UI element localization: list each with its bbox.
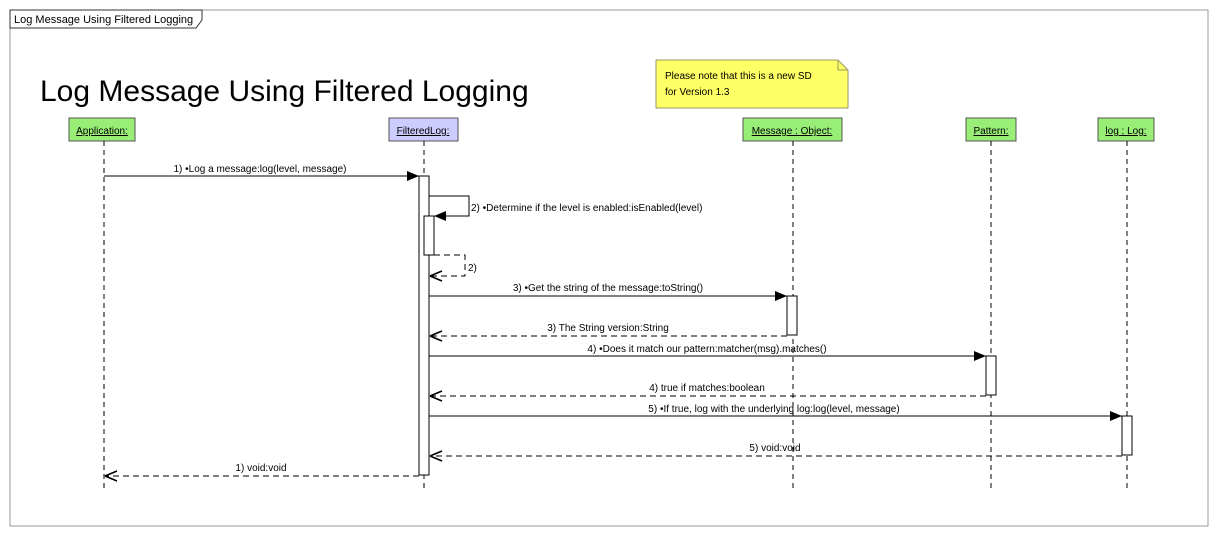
message-5-return-arrowhead: [429, 450, 443, 462]
lifeline-pattern-label: Pattern:: [973, 126, 1008, 137]
message-2-arrow: [429, 195, 470, 221]
frame-tab-label: Log Message Using Filtered Logging: [14, 14, 193, 26]
lifeline-filteredlog-label: FilteredLog:: [397, 126, 450, 137]
message-3-return-arrowhead: [429, 330, 443, 342]
activation-pattern: [985, 355, 997, 396]
message-4-label: 4) •Does it match our pattern:matcher(ms…: [587, 344, 826, 355]
diagram-frame: [9, 9, 1209, 527]
message-3-return-label: 3) The String version:String: [547, 323, 669, 334]
activation-filteredlog-self: [423, 215, 435, 256]
note-line-1: Please note that this is a new SD: [665, 71, 812, 82]
lifeline-pattern: Pattern:: [965, 117, 1017, 492]
message-3-label: 3) •Get the string of the message:toStri…: [513, 283, 703, 294]
message-4-return-arrowhead: [429, 390, 443, 402]
message-1-return-arrowhead: [104, 470, 118, 482]
message-5-return-label: 5) void:void: [749, 443, 800, 454]
message-2-return-label: 2): [468, 263, 477, 274]
message-2-return-arrowhead: [429, 270, 443, 282]
lifeline-application-label: Application:: [76, 126, 128, 137]
frame-tab: [9, 9, 203, 29]
message-2-label: 2) •Determine if the level is enabled:is…: [471, 203, 702, 214]
message-1-return-label: 1) void:void: [235, 463, 286, 474]
diagram-title: Log Message Using Filtered Logging: [40, 75, 529, 108]
message-5-label: 5) •If true, log with the underlying log…: [648, 404, 899, 415]
message-4-return-label: 4) true if matches:boolean: [649, 383, 765, 394]
activation-log: [1121, 415, 1133, 456]
note-line-2: for Version 1.3: [665, 87, 730, 98]
message-1-label: 1) •Log a message:log(level, message): [173, 164, 346, 175]
activation-filteredlog-main: [418, 175, 430, 476]
lifeline-log-label: log : Log:: [1105, 126, 1146, 137]
activation-message: [786, 295, 798, 336]
message-2-return-arrow: [430, 254, 466, 277]
version-note: Please note that this is a new SD for Ve…: [655, 59, 849, 109]
lifeline-application: Application:: [68, 117, 136, 492]
lifeline-message-label: Message : Object:: [752, 126, 833, 137]
